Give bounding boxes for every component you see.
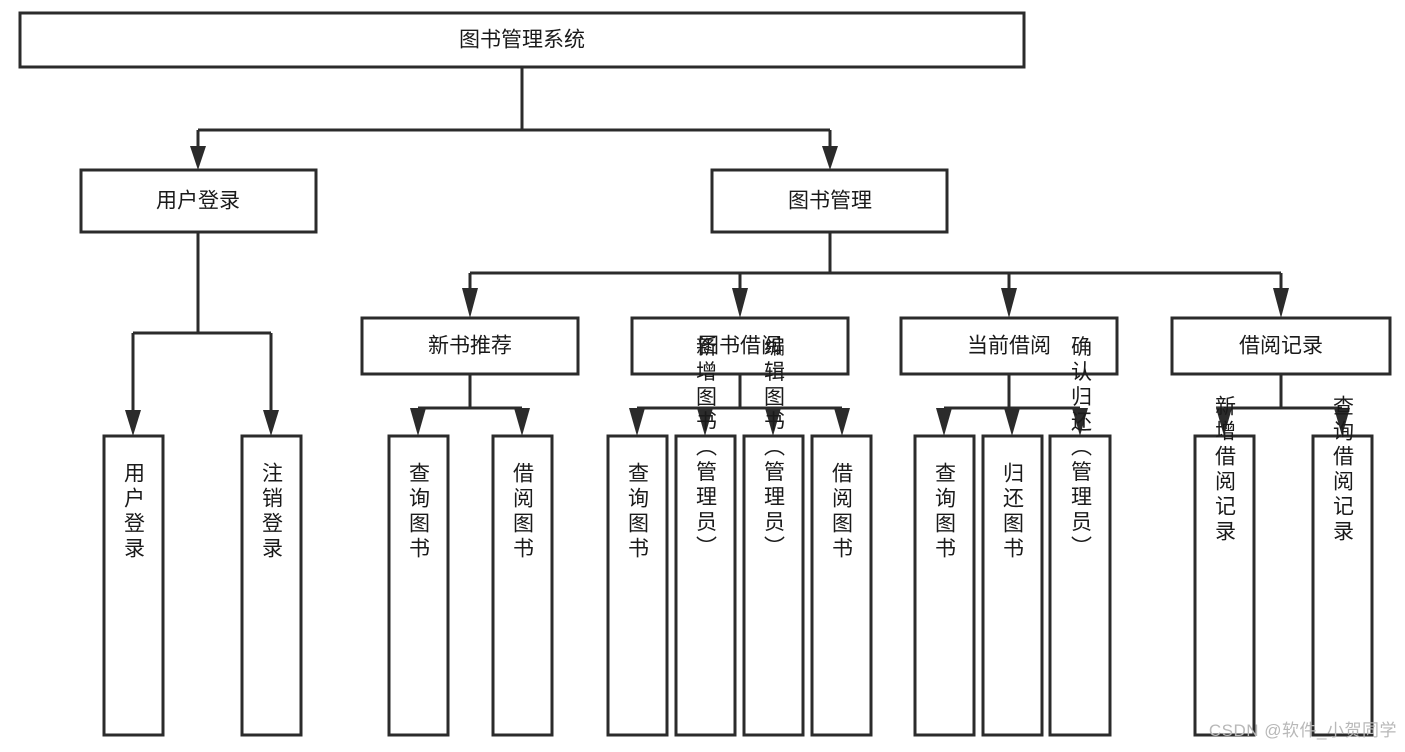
node-current-borrow-label: 当前借阅 [967,335,1051,358]
node-leaf-borrow-book-2[interactable]: 借阅图书 [810,434,873,737]
node-leaf-confirm-return[interactable]: 确认归还（管理员） [1048,336,1112,737]
node-leaf-add-record-label: 新增借阅记录 [1213,395,1237,545]
arrow-head-new-book-recommend [462,288,478,318]
node-leaf-logout-login-label: 注销登录 [260,462,284,562]
node-leaf-borrow-book-1-label: 借阅图书 [511,462,535,562]
arrow-head-leaf-logout-login [263,410,279,436]
node-borrow-record-box[interactable] [1170,316,1392,376]
arrow-head-leaf-borrow-book-1 [514,408,530,436]
node-user-login-label: 用户登录 [156,190,240,213]
arrow-head-user-login [190,146,206,170]
node-root-box[interactable] [18,11,1026,69]
connector-layer [125,67,1350,436]
node-leaf-return-book-box[interactable] [981,434,1044,737]
node-book-borrow-box[interactable] [630,316,850,376]
arrow-head-current-borrow [1001,288,1017,318]
node-leaf-borrow-book-2-box[interactable] [810,434,873,737]
node-book-borrow-label: 图书借阅 [698,335,782,358]
node-leaf-edit-book[interactable]: 编辑图书（管理员） [742,336,805,737]
arrow-head-leaf-user-login [125,410,141,436]
node-new-book-recommend-label: 新书推荐 [428,335,512,358]
arrow-head-book-management [822,146,838,170]
csdn-watermark: CSDN @软件_小贺同学 [1208,721,1397,740]
node-leaf-query-record[interactable]: 查询借阅记录 [1311,395,1374,737]
node-leaf-user-login-box[interactable] [102,434,165,737]
node-leaf-borrow-book-1-box[interactable] [491,434,554,737]
node-book-borrow[interactable]: 图书借阅 [630,316,850,376]
node-leaf-query-book-2-label: 查询图书 [626,462,650,562]
node-leaf-confirm-return-label: 确认归还（管理员） [1069,336,1093,561]
node-leaf-add-record-box[interactable] [1193,434,1256,737]
node-borrow-record[interactable]: 借阅记录 [1170,316,1392,376]
node-leaf-edit-book-box[interactable] [742,434,805,737]
arrow-head-leaf-query-book-1 [410,408,426,436]
node-leaf-query-book-3-box[interactable] [913,434,976,737]
node-leaf-query-book-3-label: 查询图书 [933,462,957,562]
arrow-head-leaf-add-book [697,408,713,436]
arrow-head-leaf-query-book-3 [936,408,952,436]
node-new-book-recommend-box[interactable] [360,316,580,376]
node-leaf-query-record-label: 查询借阅记录 [1331,395,1355,545]
node-leaf-query-book-2-box[interactable] [606,434,669,737]
node-leaf-add-book-label: 新增图书（管理员） [694,336,718,561]
arrow-head-book-borrow [732,288,748,318]
node-leaf-query-book-3[interactable]: 查询图书 [913,434,976,737]
node-user-login-box[interactable] [79,168,318,234]
arrow-head-leaf-query-record [1334,408,1350,436]
node-leaf-confirm-return-box[interactable] [1048,434,1112,737]
arrow-head-leaf-edit-book [765,408,781,436]
arrow-head-leaf-add-record [1216,408,1232,436]
node-book-management[interactable]: 图书管理 [710,168,949,234]
node-leaf-user-login[interactable]: 用户登录 [102,434,165,737]
node-leaf-query-book-1[interactable]: 查询图书 [387,434,450,737]
node-leaf-query-record-box[interactable] [1311,434,1374,737]
node-leaf-borrow-book-1[interactable]: 借阅图书 [491,434,554,737]
node-root-label: 图书管理系统 [459,29,585,52]
node-leaf-query-book-2[interactable]: 查询图书 [606,434,669,737]
node-book-management-label: 图书管理 [788,190,872,213]
node-leaf-logout-login-box[interactable] [240,434,303,737]
node-leaf-borrow-book-2-label: 借阅图书 [830,462,854,562]
arrow-head-borrow-record [1273,288,1289,318]
node-leaf-return-book-label: 归还图书 [1001,462,1025,562]
node-current-borrow-box[interactable] [899,316,1119,376]
node-borrow-record-label: 借阅记录 [1239,335,1323,358]
node-leaf-user-login-label: 用户登录 [122,462,146,562]
node-root[interactable]: 图书管理系统 [18,11,1026,69]
node-current-borrow[interactable]: 当前借阅 [899,316,1119,376]
node-leaf-edit-book-label: 编辑图书（管理员） [762,336,786,561]
arrow-head-leaf-borrow-book-2 [834,408,850,436]
node-leaf-query-book-1-box[interactable] [387,434,450,737]
node-new-book-recommend[interactable]: 新书推荐 [360,316,580,376]
node-leaf-add-book[interactable]: 新增图书（管理员） [674,336,737,737]
node-leaf-logout-login[interactable]: 注销登录 [240,434,303,737]
node-user-login[interactable]: 用户登录 [79,168,318,234]
node-leaf-add-book-box[interactable] [674,434,737,737]
arrow-head-leaf-query-book-2 [629,408,645,436]
node-book-management-box[interactable] [710,168,949,234]
node-leaf-return-book[interactable]: 归还图书 [981,434,1044,737]
arrow-head-leaf-return-book [1004,408,1020,436]
arrow-head-leaf-confirm-return [1072,408,1088,436]
node-leaf-add-record[interactable]: 新增借阅记录 [1193,395,1256,737]
node-leaf-query-book-1-label: 查询图书 [407,462,431,562]
